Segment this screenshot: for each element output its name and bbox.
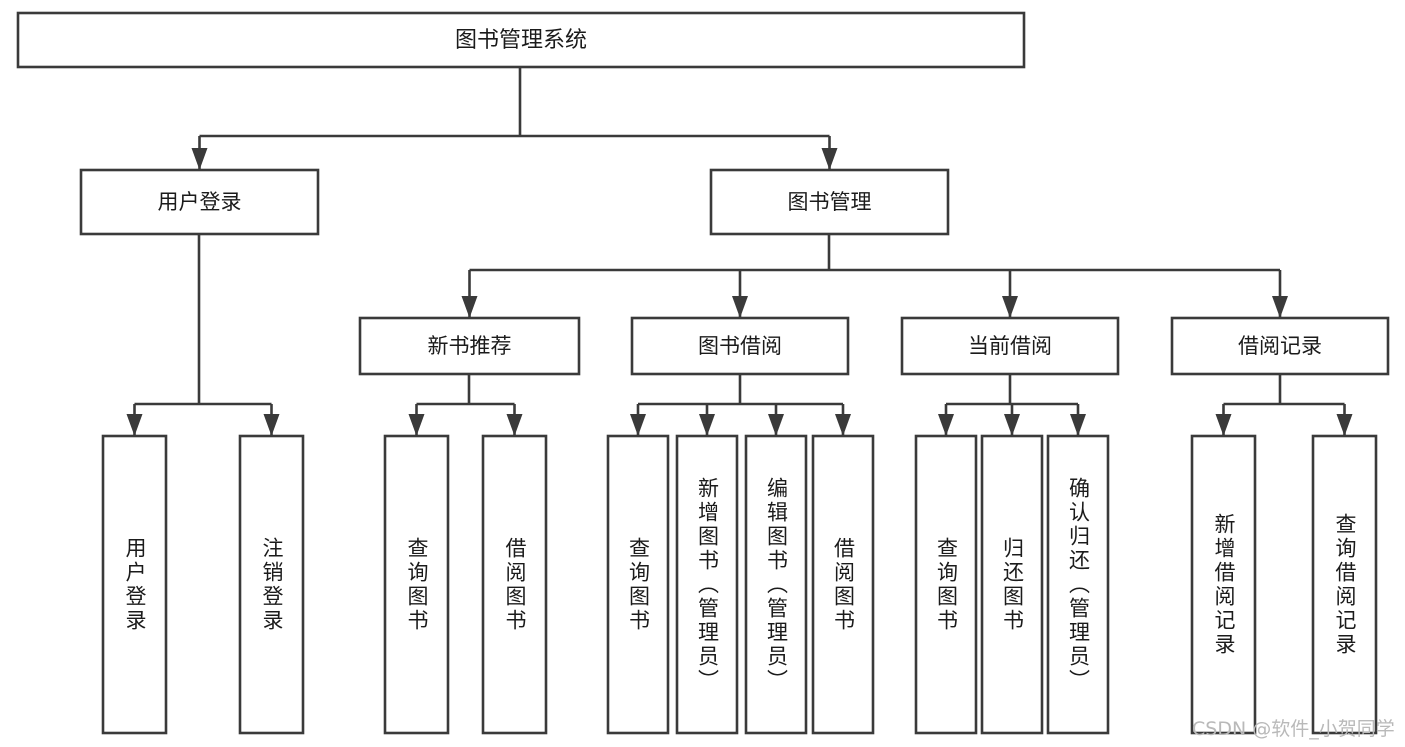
- connector-group-bus-records: [1215, 374, 1353, 436]
- node-box-leaf-borrow-query[interactable]: [606, 434, 670, 735]
- connector-group-bus-root: [191, 67, 838, 170]
- node-label-bookmgmt: 图书管理: [788, 190, 872, 214]
- node-box-current[interactable]: [900, 316, 1120, 376]
- connector-group-bus-current: [938, 374, 1086, 436]
- node-box-leaf-user-login[interactable]: [101, 434, 168, 735]
- node-box-bookmgmt[interactable]: [709, 168, 950, 236]
- node-box-leaf-current-query[interactable]: [914, 434, 978, 735]
- node-box-leaf-user-logout[interactable]: [238, 434, 305, 735]
- node-layer: [16, 11, 1390, 735]
- node-box-leaf-borrow-lend[interactable]: [811, 434, 875, 735]
- node-box-leaf-newbook-borrow[interactable]: [481, 434, 548, 735]
- connector-group-bus-borrow: [630, 374, 851, 436]
- node-label-login: 用户登录: [158, 190, 242, 214]
- node-label-current: 当前借阅: [968, 334, 1052, 358]
- csdn-watermark: CSDN @软件_小贺同学: [1192, 718, 1395, 740]
- node-box-leaf-newbook-query[interactable]: [383, 434, 450, 735]
- node-label-borrow: 图书借阅: [698, 334, 782, 358]
- node-box-root[interactable]: [16, 11, 1026, 69]
- node-box-leaf-record-add[interactable]: [1190, 434, 1257, 735]
- connector-group-bus-newbook: [408, 374, 523, 436]
- connector-group-bus-login: [126, 234, 280, 436]
- node-box-leaf-borrow-edit[interactable]: [744, 434, 808, 735]
- connector-group-bus-bookmgmt: [461, 234, 1288, 318]
- node-label-newbook: 新书推荐: [428, 334, 512, 358]
- node-box-newbook[interactable]: [358, 316, 581, 376]
- node-label-records: 借阅记录: [1238, 334, 1322, 358]
- node-box-borrow[interactable]: [630, 316, 850, 376]
- node-label-root: 图书管理系统: [455, 28, 587, 53]
- node-box-leaf-current-confirm[interactable]: [1046, 434, 1110, 735]
- node-box-leaf-record-query[interactable]: [1311, 434, 1378, 735]
- node-box-leaf-current-return[interactable]: [980, 434, 1044, 735]
- node-box-leaf-borrow-add[interactable]: [675, 434, 739, 735]
- node-box-records[interactable]: [1170, 316, 1390, 376]
- node-box-login[interactable]: [79, 168, 320, 236]
- connector-layer: [126, 67, 1353, 436]
